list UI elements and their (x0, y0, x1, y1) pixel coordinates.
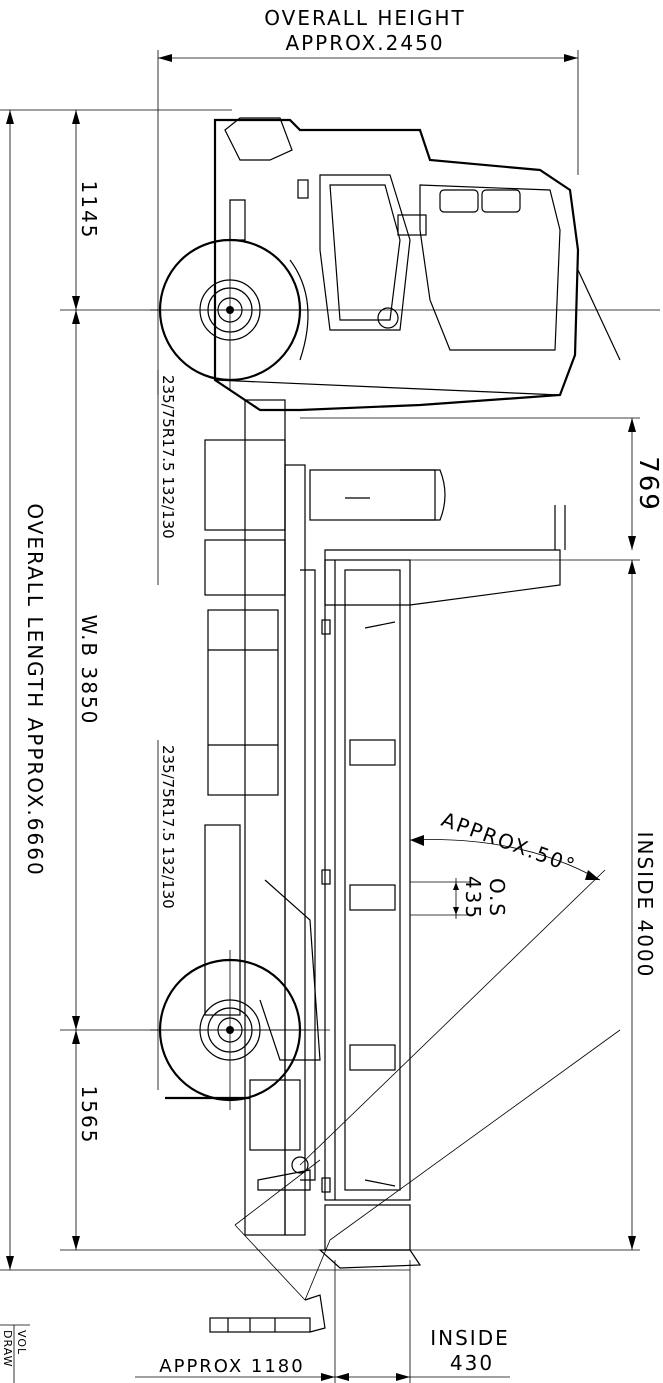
front-overhang-text: 1145 (77, 181, 101, 240)
cab-gap-text: 769 (633, 456, 663, 512)
dump-angle-text: APPROX.50° (438, 807, 579, 878)
title-block-vol: VOL (15, 1330, 28, 1355)
cab (213, 117, 621, 412)
front-wheel (150, 230, 310, 390)
approx-1180-text: APPROX 1180 (159, 1356, 304, 1377)
inside-height-line1: INSIDE (430, 1326, 510, 1350)
front-tire-size: 235/75R17.5 132/130 (159, 375, 177, 539)
chassis-frame (165, 399, 446, 1236)
overall-length-text: OVERALL LENGTH APPROX.6660 (23, 503, 47, 876)
inside-height-line2: 430 (450, 1351, 494, 1375)
title-block: VOL DRAW (0, 1324, 30, 1383)
overall-height-line2: APPROX.2450 (285, 31, 444, 55)
title-block-draw: DRAW (1, 1330, 14, 1367)
os-value: 435 (461, 876, 485, 920)
rear-overhang-text: 1565 (77, 1086, 101, 1145)
dump-body (291, 505, 566, 1269)
wheelbase-dimension: 1145 W.B 3850 1565 (60, 110, 660, 1251)
cab-gap-dimension: 769 (300, 417, 663, 550)
overall-length-dimension: OVERALL LENGTH APPROX.6660 (0, 109, 410, 1271)
overall-height-dimension: OVERALL HEIGHT APPROX.2450 (157, 6, 579, 395)
overall-height-line1: OVERALL HEIGHT (264, 6, 465, 30)
rear-wheel (150, 950, 310, 1110)
inside-length-dimension: INSIDE 4000 (410, 559, 657, 1250)
os-label: O.S (485, 878, 509, 918)
rear-tire-size: 235/75R17.5 132/130 (159, 745, 177, 909)
bottom-dimensions: APPROX 1180 INSIDE 430 (135, 1260, 510, 1383)
wheelbase-text: W.B 3850 (77, 615, 101, 726)
os-dimension: O.S 435 (410, 876, 509, 920)
inside-length-text: INSIDE 4000 (633, 832, 657, 979)
tire-labels: 235/75R17.5 132/130 235/75R17.5 132/130 (157, 370, 177, 1090)
